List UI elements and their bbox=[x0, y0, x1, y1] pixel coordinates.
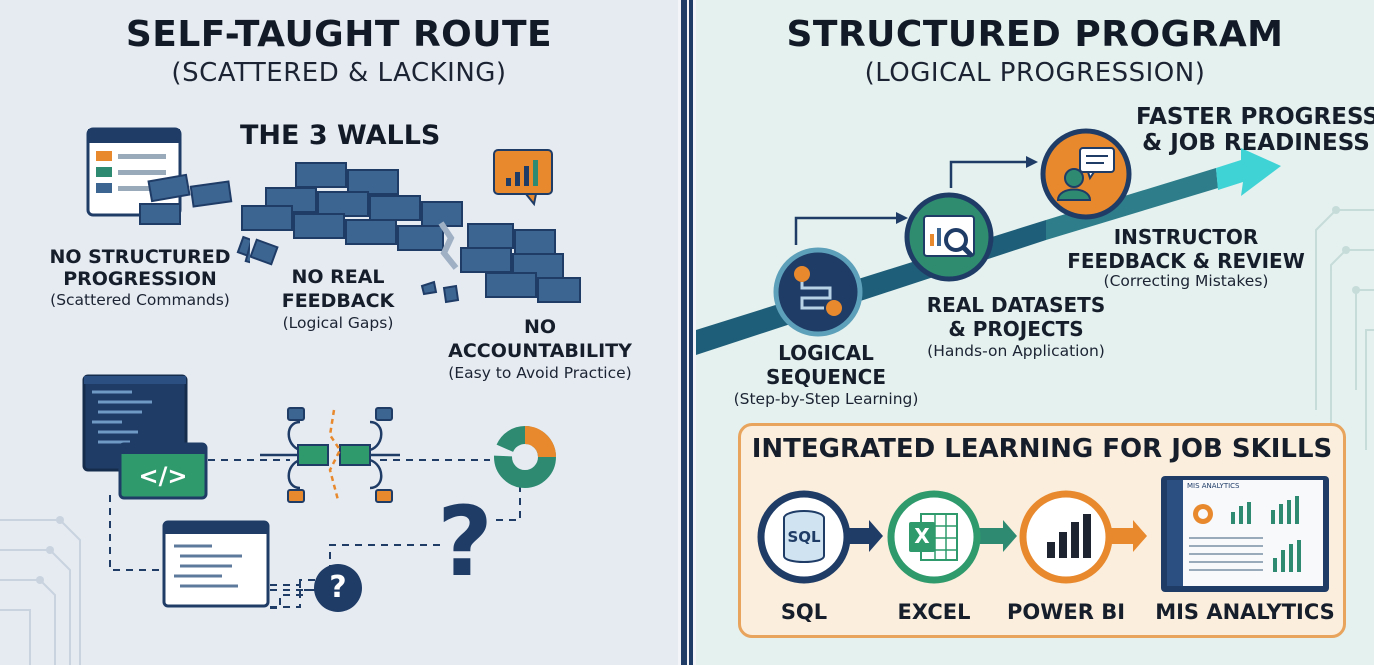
walls-title: THE 3 WALLS bbox=[240, 120, 441, 151]
wall-2-sub: (Logical Gaps) bbox=[282, 314, 394, 332]
wall-1-line2: PROGRESSION bbox=[63, 268, 217, 290]
integrated-title: INTEGRATED LEARNING FOR JOB SKILLS bbox=[751, 434, 1333, 464]
mis-dashboard-icon bbox=[1161, 476, 1329, 592]
dashboard-title: MIS ANALYTICS bbox=[1187, 482, 1240, 490]
goal-line2: & JOB READINESS bbox=[1142, 130, 1370, 156]
question-circle-icon bbox=[314, 564, 362, 612]
excel-icon-text: X bbox=[914, 524, 930, 548]
circuit-decoration-left bbox=[0, 516, 81, 665]
tool-flow-arrows bbox=[839, 520, 1147, 552]
structured-subtitle: (LOGICAL PROGRESSION) bbox=[864, 58, 1206, 88]
self-taught-panel: SELF-TAUGHT ROUTE (SCATTERED & LACKING) … bbox=[0, 0, 678, 665]
sequence-icon bbox=[773, 247, 863, 337]
step-1-line1: LOGICAL bbox=[778, 341, 874, 365]
tool-label-excel: EXCEL bbox=[897, 600, 971, 624]
broken-donut-chart-icon bbox=[494, 426, 556, 488]
power-bi-icon bbox=[1019, 490, 1113, 584]
integrated-learning-box: INTEGRATED LEARNING FOR JOB SKILLS SQL X… bbox=[738, 423, 1346, 638]
dataset-search-icon bbox=[904, 192, 994, 282]
brick-fragment-icon bbox=[250, 238, 279, 266]
step-3-sub: (Correcting Mistakes) bbox=[1103, 272, 1269, 290]
tool-label-sql: SQL bbox=[780, 600, 828, 624]
wall-3-sub: (Easy to Avoid Practice) bbox=[448, 364, 632, 382]
wall-2-line2: FEEDBACK bbox=[281, 290, 395, 312]
tool-label-mis-analytics: MIS ANALYTICS bbox=[1155, 600, 1335, 624]
goal-line1: FASTER PROGRESS bbox=[1136, 104, 1374, 130]
tool-label-power-bi: POWER BI bbox=[1006, 600, 1126, 624]
browser-window-icon bbox=[86, 127, 182, 217]
wall-3-line2: ACCOUNTABILITY bbox=[448, 340, 632, 362]
circuit-decoration-right bbox=[1315, 206, 1374, 450]
instructor-feedback-icon bbox=[1040, 128, 1132, 220]
step-1-sub: (Step-by-Step Learning) bbox=[733, 390, 919, 408]
rubble-icon bbox=[420, 280, 460, 304]
step-3-line1: INSTRUCTOR bbox=[1113, 225, 1259, 249]
wall-2-line1: NO REAL bbox=[291, 266, 385, 288]
step-2-sub: (Hands-on Application) bbox=[927, 342, 1105, 360]
structured-title: STRUCTURED PROGRAM bbox=[786, 14, 1284, 55]
wall-1-sub: (Scattered Commands) bbox=[50, 291, 230, 309]
scattered-bricks-icon bbox=[139, 173, 250, 268]
sql-database-icon bbox=[757, 490, 851, 584]
text-window-icon bbox=[162, 520, 270, 608]
excel-icon bbox=[887, 490, 981, 584]
sql-icon-text: SQL bbox=[787, 528, 821, 546]
code-tag-glyph: </> bbox=[138, 462, 188, 490]
brick-wall-icon bbox=[241, 162, 581, 303]
wall-1-line1: NO STRUCTURED bbox=[49, 246, 231, 268]
self-taught-subtitle: (SCATTERED & LACKING) bbox=[171, 58, 507, 88]
small-question-mark: ? bbox=[329, 570, 347, 605]
code-tag-window-icon bbox=[118, 442, 208, 500]
step-2-line2: & PROJECTS bbox=[948, 317, 1084, 341]
broken-connector-icon bbox=[260, 407, 400, 503]
wall-3-line1: NO bbox=[523, 316, 557, 338]
chart-speech-bubble-icon bbox=[493, 149, 553, 207]
big-question-mark: ? bbox=[437, 486, 493, 598]
panel-divider bbox=[678, 0, 696, 665]
step-1-line2: SEQUENCE bbox=[765, 365, 887, 389]
self-taught-title: SELF-TAUGHT ROUTE bbox=[125, 14, 553, 55]
step-2-line1: REAL DATASETS bbox=[926, 293, 1106, 317]
step-3-line2: FEEDBACK & REVIEW bbox=[1067, 249, 1305, 273]
